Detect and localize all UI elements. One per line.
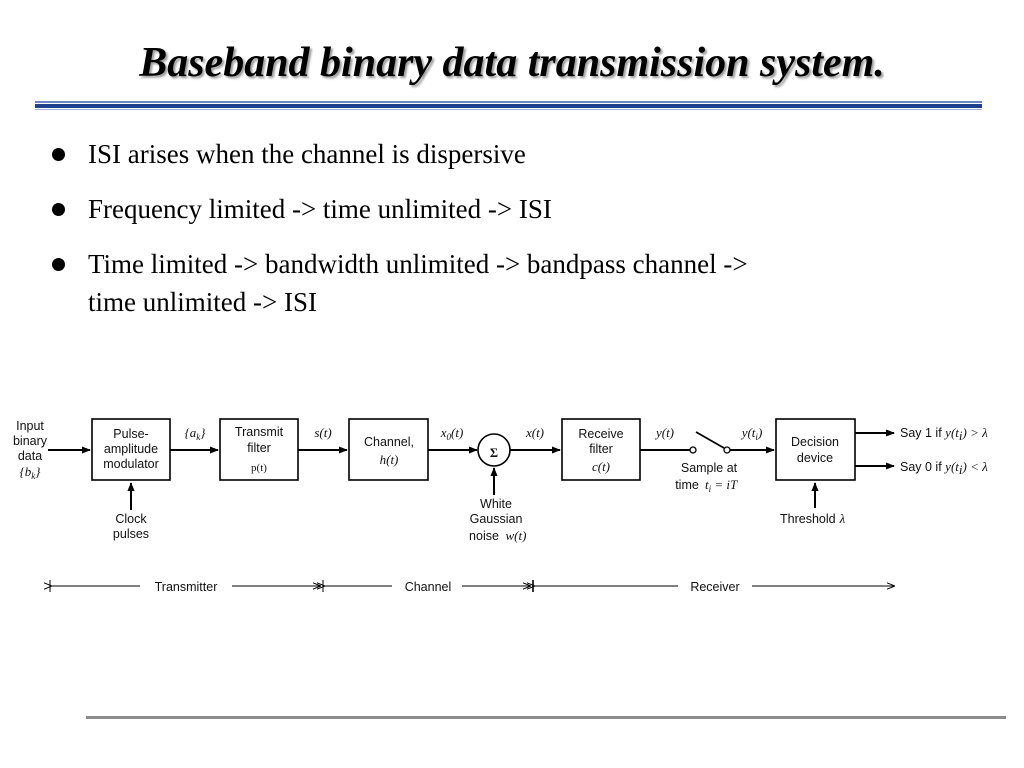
noise-label: White Gaussian noise w(t) [469, 497, 526, 543]
svg-text:Receive: Receive [578, 427, 623, 441]
input-label: Input binary data {bk} [13, 419, 48, 481]
receiver-label: Receiver [690, 580, 739, 594]
sampler-contact [723, 446, 731, 454]
svg-text:{bk}: {bk} [20, 464, 42, 481]
transmit-filter-label: Transmit filter p(t) [235, 425, 284, 474]
bullet-item: Time limited -> bandwidth unlimited -> b… [88, 249, 748, 279]
say-zero-label: Say 0 if y(ti) < λ [900, 459, 988, 477]
svg-text:Input: Input [16, 419, 44, 433]
svg-text:Channel,: Channel, [364, 435, 414, 449]
block-diagram: Input binary data {bk} Pulse- amplitude … [13, 418, 988, 594]
channel-label: Channel, h(t) [364, 435, 414, 467]
svg-text:Decision: Decision [791, 435, 839, 449]
svg-text:device: device [797, 451, 833, 465]
channel-block [348, 418, 429, 481]
svg-text:White: White [480, 497, 512, 511]
yt-label: y(t) [654, 425, 674, 440]
sample-time-label: Sample at time ti = iT [675, 461, 738, 494]
svg-text:Clock: Clock [115, 512, 147, 526]
receive-filter-block [561, 418, 641, 481]
receive-filter-label: Receive filter c(t) [578, 427, 623, 474]
xt-label: x(t) [525, 425, 544, 440]
svg-text:filter: filter [247, 441, 271, 455]
clock-label: Clock pulses [113, 512, 149, 541]
svg-text:ti = iT: ti = iT [705, 477, 738, 494]
sampler-contact [689, 446, 697, 454]
x0-label: x0(t) [440, 425, 464, 442]
st-label: s(t) [314, 425, 331, 440]
say-one-label: Say 1 if y(ti) > λ [900, 425, 988, 443]
bullet-dot [52, 203, 65, 216]
svg-text:Transmit: Transmit [235, 425, 284, 439]
bullet-item-continuation: time unlimited -> ISI [88, 287, 317, 317]
svg-text:modulator: modulator [103, 457, 159, 471]
ak-label: {ak} [185, 425, 207, 442]
bullet-dot [52, 148, 65, 161]
slide-title: Baseband binary data transmission system… [139, 40, 885, 86]
svg-text:binary: binary [13, 434, 48, 448]
svg-text:Pulse-: Pulse- [113, 427, 148, 441]
footer-divider [86, 716, 1006, 719]
channel-section-label: Channel [405, 580, 452, 594]
bullet-item: Frequency limited -> time unlimited -> I… [88, 194, 552, 224]
sigma-symbol: Σ [490, 446, 498, 460]
svg-text:h(t): h(t) [380, 452, 399, 467]
svg-text:filter: filter [589, 442, 613, 456]
transmit-filter-block [219, 418, 299, 481]
pam-label: Pulse- amplitude modulator [103, 427, 159, 471]
svg-text:pulses: pulses [113, 527, 149, 541]
svg-text:data: data [18, 449, 42, 463]
svg-text:amplitude: amplitude [104, 442, 158, 456]
bullet-dot [52, 258, 65, 271]
title-underline [35, 101, 982, 110]
bullet-item: ISI arises when the channel is dispersiv… [88, 139, 526, 169]
yti-label: y(ti) [740, 425, 763, 442]
svg-text:w(t): w(t) [506, 528, 527, 543]
svg-text:c(t): c(t) [592, 459, 610, 474]
svg-text:Gaussian: Gaussian [470, 512, 523, 526]
svg-text:noise: noise [469, 529, 499, 543]
svg-text:Sample at: Sample at [681, 461, 738, 475]
decision-device-label: Decision device [791, 435, 839, 465]
transmitter-label: Transmitter [155, 580, 218, 594]
svg-text:p(t): p(t) [251, 462, 267, 474]
svg-text:time: time [675, 478, 699, 492]
section-bar [50, 580, 895, 592]
sampler-switch [695, 431, 725, 449]
decision-device-block [775, 418, 856, 481]
